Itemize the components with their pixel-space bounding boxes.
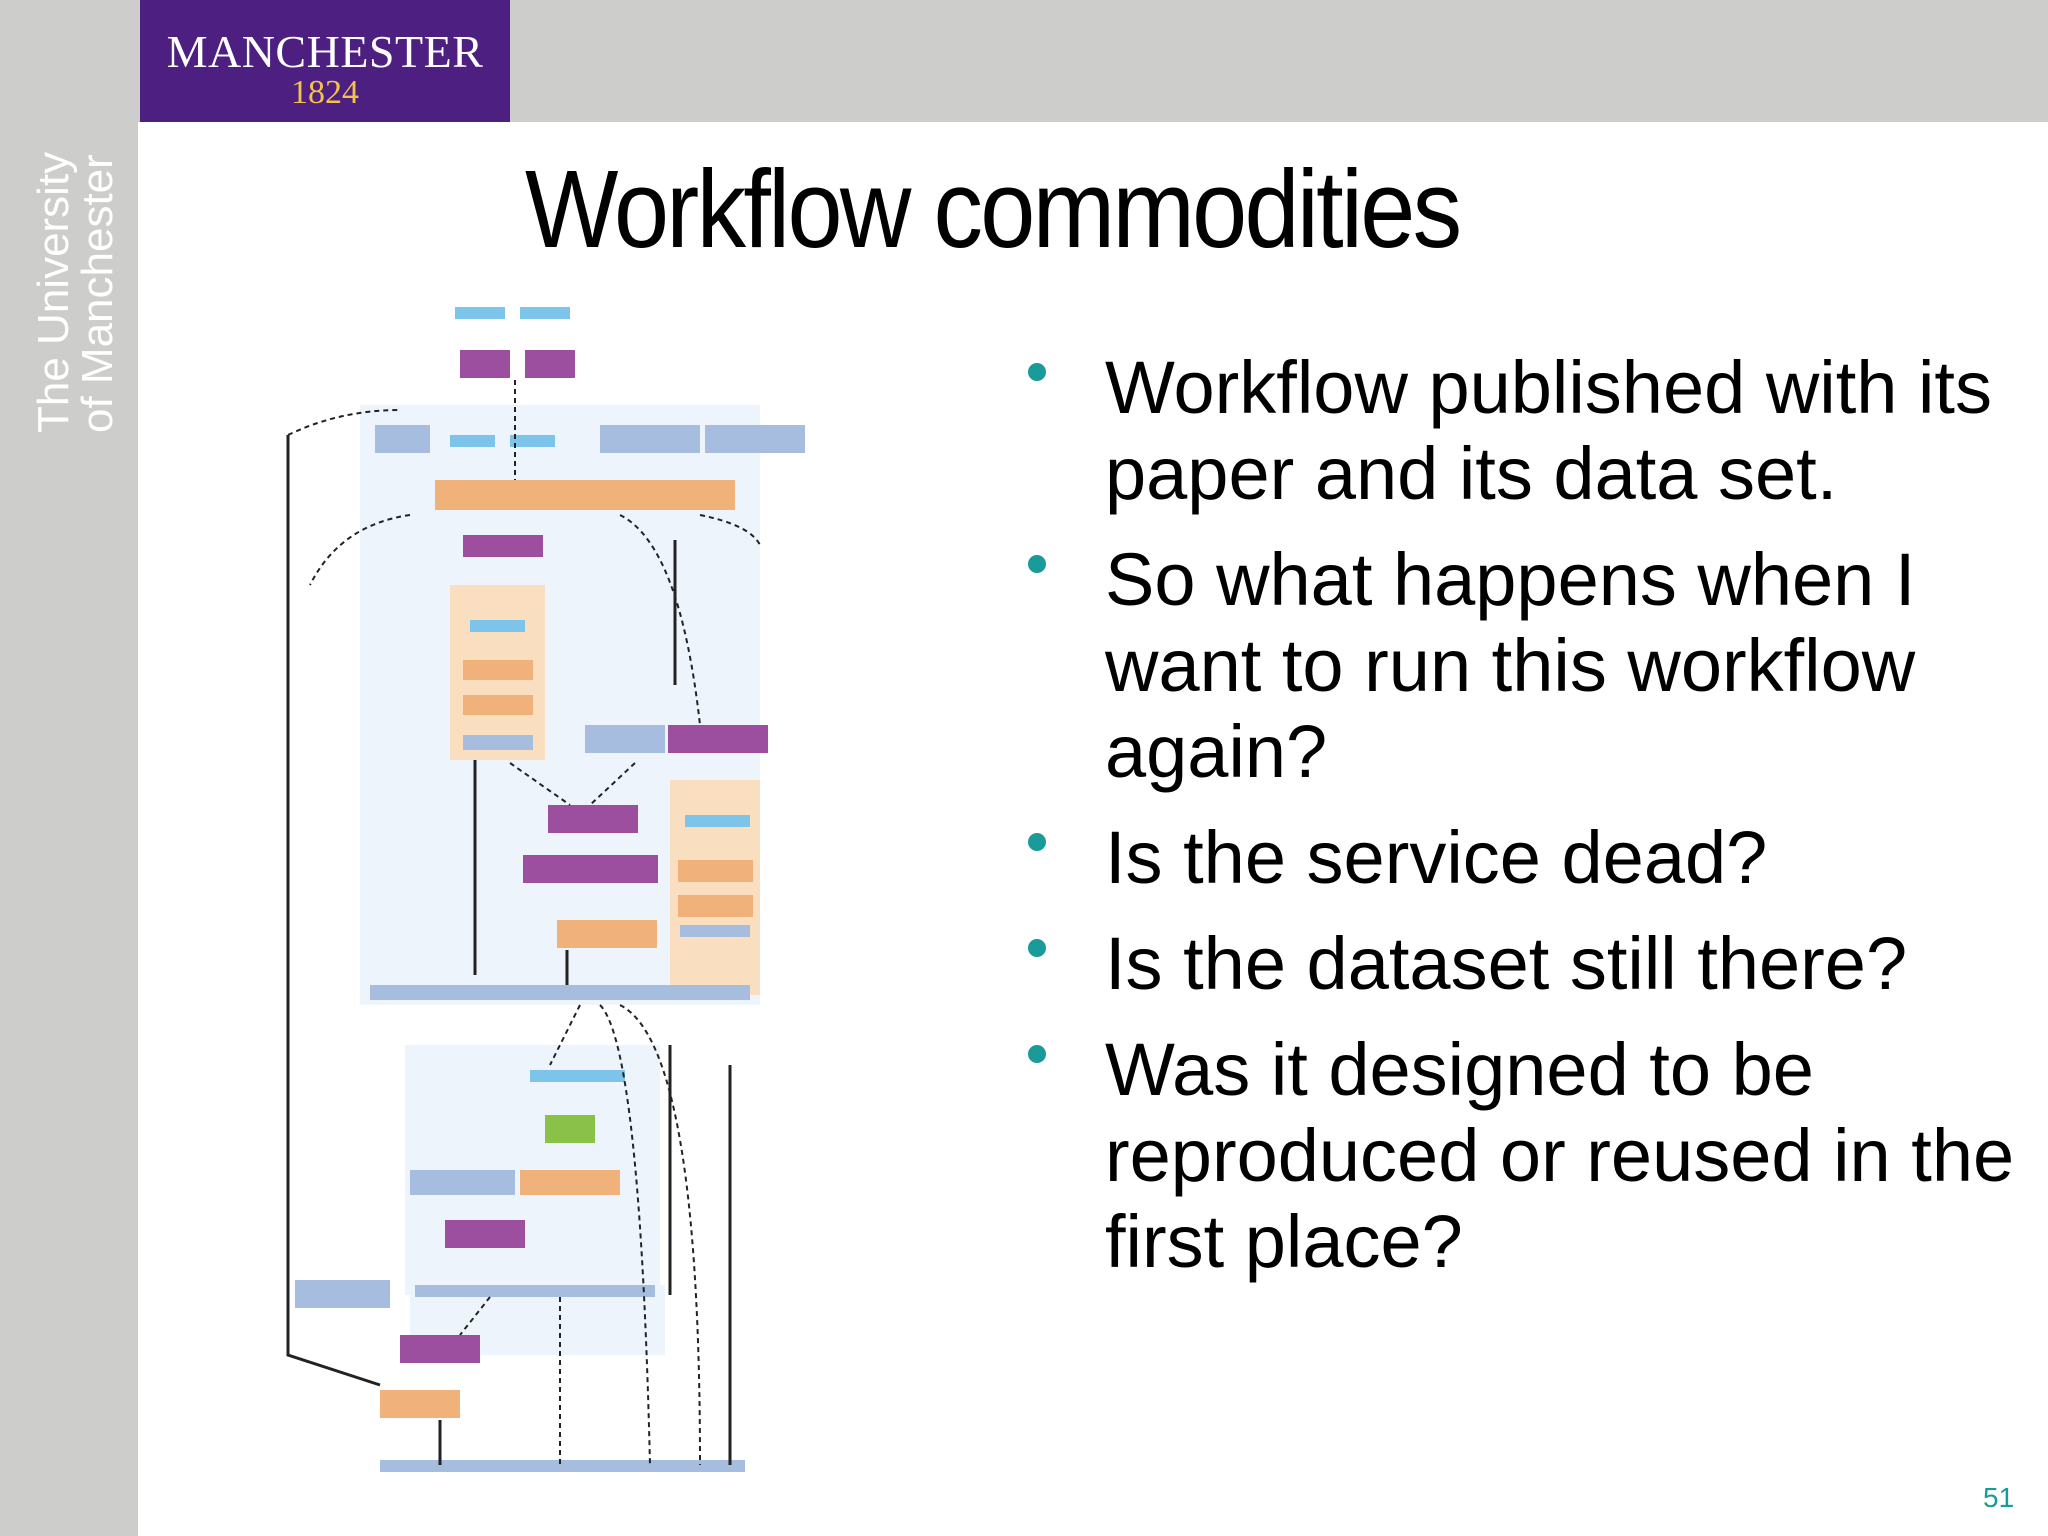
bullet-dot-icon — [1028, 833, 1046, 851]
side-label-line1: The University — [29, 151, 78, 433]
bullet-dot-icon — [1028, 555, 1046, 573]
bullet-item: Workflow published with its paper and it… — [1020, 345, 2030, 517]
bullet-text: Was it designed to be reproduced or reus… — [1105, 1028, 2015, 1283]
slide-title: Workflow commodities — [525, 148, 1462, 271]
bullet-text: Is the service dead? — [1105, 816, 1768, 899]
bullet-dot-icon — [1028, 1045, 1046, 1063]
bullet-list: Workflow published with its paper and it… — [1020, 345, 2030, 1305]
university-logo: MANCHESTER 1824 — [140, 0, 510, 122]
side-label-line2: of Manchester — [73, 154, 122, 433]
bullet-dot-icon — [1028, 363, 1046, 381]
bullet-item: Is the dataset still there? — [1020, 921, 2030, 1007]
bullet-item: So what happens when I want to run this … — [1020, 537, 2030, 795]
bullet-item: Was it designed to be reproduced or reus… — [1020, 1027, 2030, 1285]
slide-number: 51 — [1983, 1482, 2015, 1513]
logo-name: MANCHESTER — [166, 26, 484, 77]
bullet-text: Is the dataset still there? — [1105, 922, 1908, 1005]
logo-year: 1824 — [291, 74, 359, 111]
university-side-label: The University of Manchester — [29, 133, 136, 433]
side-bar — [0, 0, 138, 1536]
bullet-item: Is the service dead? — [1020, 815, 2030, 901]
workflow-diagram-image — [286, 307, 805, 1472]
bullet-text: So what happens when I want to run this … — [1105, 538, 1916, 793]
bullet-text: Workflow published with its paper and it… — [1105, 346, 1992, 515]
bullet-dot-icon — [1028, 939, 1046, 957]
